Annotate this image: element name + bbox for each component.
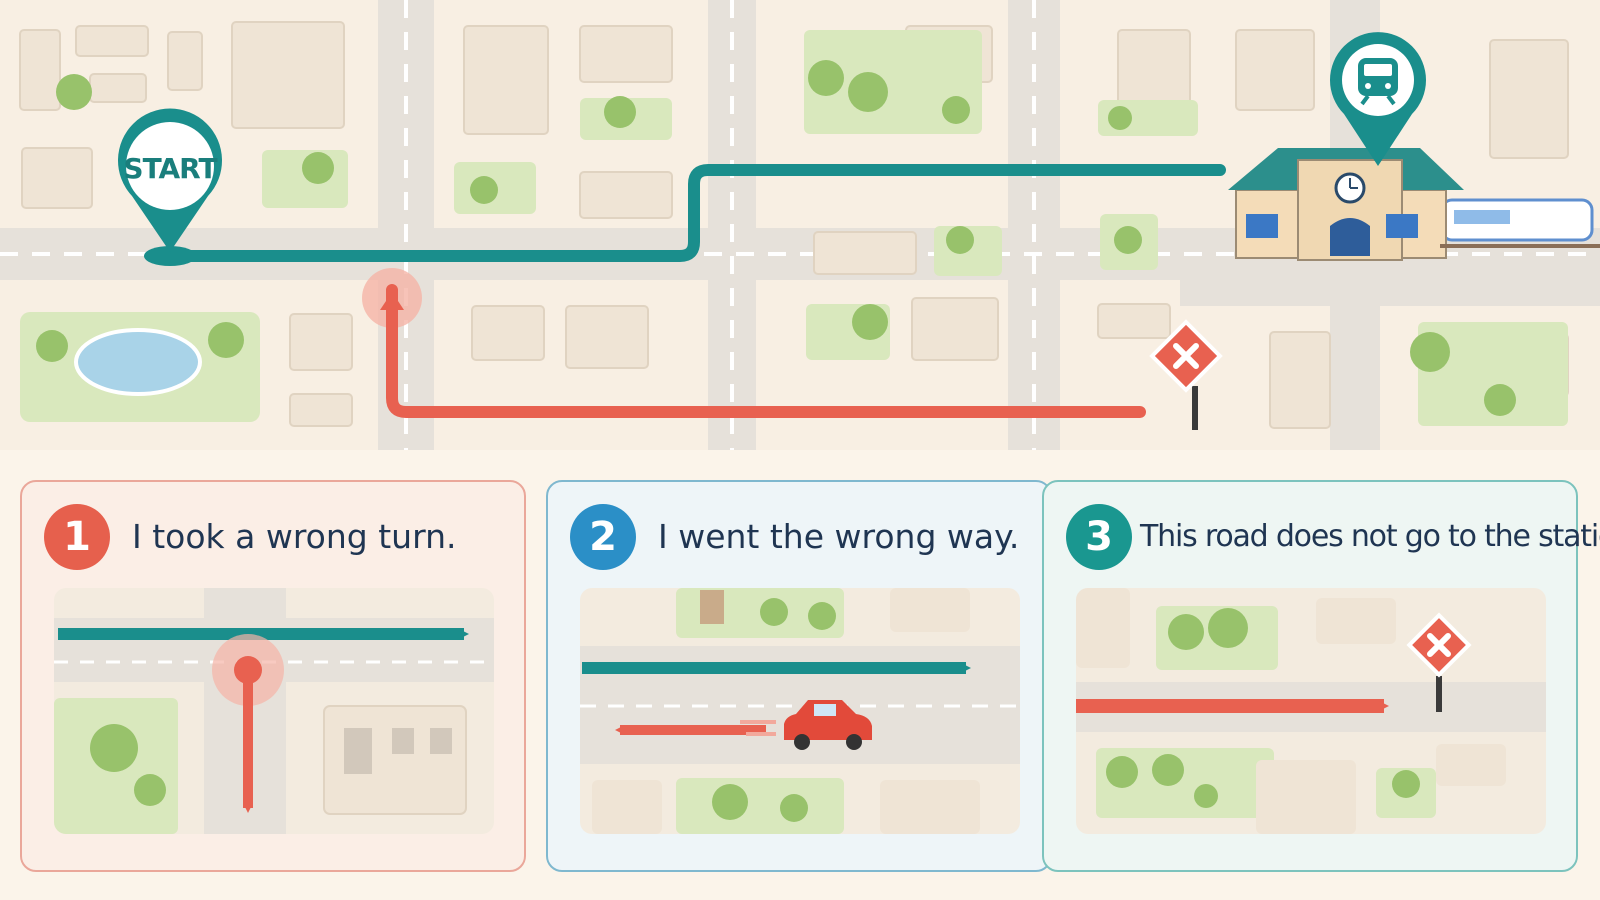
caption-wrong-way: I went the wrong way. [658, 517, 1020, 556]
panel-wrong-road: 3 This road does not go to the station. [1042, 480, 1600, 872]
start-location-pin-icon[interactable] [118, 108, 222, 266]
road-closed-sign-icon [1406, 612, 1472, 712]
step-number-1: 1 [44, 504, 110, 570]
wrong-way-illustration [580, 588, 1020, 834]
step-number-3: 3 [1066, 504, 1132, 570]
scene-wrong-turn [54, 588, 494, 834]
train-station-pin-icon[interactable] [1330, 32, 1427, 167]
pond [74, 328, 202, 396]
map-canvas: START [0, 0, 1600, 450]
scene-wrong-road [1076, 588, 1546, 834]
car-icon [740, 700, 872, 750]
correct-route [164, 164, 1226, 262]
road-closed-sign-icon [1149, 319, 1223, 430]
panel-wrong-turn: 1 I took a wrong turn. [20, 480, 526, 872]
overview-map: START [0, 0, 1600, 450]
wrong-route-up-arrow [380, 292, 404, 310]
step-number-2: 2 [570, 504, 636, 570]
scene-wrong-way [580, 588, 1020, 834]
wrong-route [386, 284, 1146, 418]
caption-wrong-turn: I took a wrong turn. [132, 517, 457, 556]
caption-wrong-road: This road does not go to the station. [1140, 519, 1600, 554]
start-label: START [123, 152, 217, 185]
train-station-building [1228, 148, 1600, 261]
wrong-road-illustration [1076, 588, 1546, 834]
trees [36, 60, 1516, 416]
wrong-turn-illustration [54, 588, 494, 834]
panel-wrong-way: 2 I went the wrong way. [546, 480, 1052, 872]
